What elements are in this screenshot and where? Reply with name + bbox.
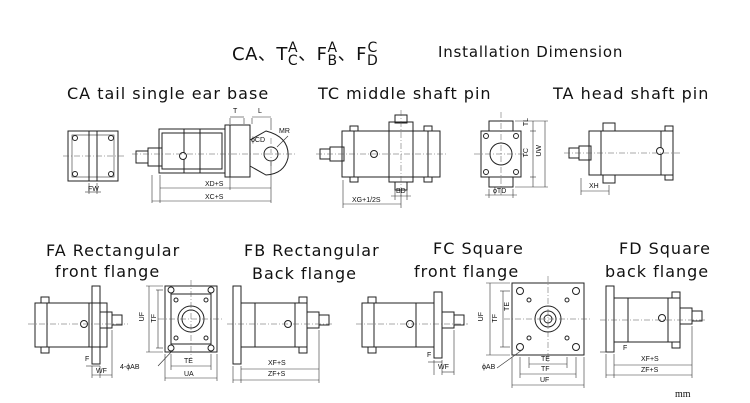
dim-fc-uf-v: UF: [478, 312, 485, 322]
title-f1-sup: A: [327, 40, 338, 56]
dim-xg: XG+1/2S: [352, 197, 381, 204]
section-fb-line1: FB Rectangular: [244, 241, 380, 260]
dim-uw: UW: [536, 145, 543, 157]
title-f1-sub: B: [327, 53, 338, 69]
dim-tc: TC: [523, 148, 530, 158]
ca-side-view: [132, 116, 295, 203]
dim-fc-tf-v: TF: [492, 314, 499, 323]
dim-fc-te: TE: [541, 356, 550, 363]
unit-label: mm: [675, 389, 691, 400]
dim-l: L: [258, 108, 262, 115]
dim-fa-ua: UA: [184, 371, 194, 378]
dim-t: T: [233, 108, 238, 115]
section-tc: TC middle shaft pin: [318, 84, 492, 103]
title-f1: 、F: [298, 44, 328, 65]
section-fb-line2: Back flange: [252, 264, 357, 283]
dim-fa-te: TE: [184, 358, 193, 365]
dim-cd: ϕCD: [251, 137, 266, 144]
dim-fa-ab: 4-ϕAB: [120, 364, 140, 371]
dim-fa-tf: TF: [151, 314, 158, 323]
fc-side-view: [356, 291, 468, 375]
section-fc-line1: FC Square: [433, 239, 524, 258]
dim-fa-uf: UF: [139, 312, 146, 322]
title-suffix: Installation Dimension: [438, 43, 624, 61]
title-t-sup: A: [287, 40, 299, 56]
section-fa-line2: front flange: [55, 262, 161, 281]
dim-fa-wf: WF: [96, 368, 107, 375]
dim-fb-zf: ZF+S: [268, 371, 286, 378]
dim-fc-f: F: [427, 352, 432, 359]
dim-fc-ab: ϕAB: [482, 364, 496, 371]
title-prefix: CA、T: [232, 44, 288, 65]
fb-side-view: [227, 285, 332, 383]
title-f2: 、F: [337, 44, 367, 65]
fd-side-view: [600, 285, 706, 378]
section-fd-line1: FD Square: [619, 239, 711, 258]
tc-side-view: [316, 110, 446, 208]
dim-fc-tf: TF: [541, 366, 550, 373]
fa-side-view: [28, 285, 128, 378]
section-ta: TA head shaft pin: [553, 84, 710, 103]
dim-xc: XC+S: [205, 194, 224, 201]
section-fa-line1: FA Rectangular: [46, 241, 181, 260]
title-t-sub: C: [287, 53, 299, 69]
dim-fa-f: F: [85, 356, 90, 363]
section-ca: CA tail single ear base: [67, 84, 270, 103]
dim-mr: MR: [279, 128, 290, 135]
title-f2-sup: C: [367, 40, 378, 56]
ca-end-view: [63, 130, 124, 194]
dim-xd: XD+S: [205, 181, 224, 188]
dim-fw: FW: [88, 186, 99, 193]
dim-fc-uf: UF: [540, 377, 550, 384]
fa-end-view: [146, 280, 224, 381]
dim-fc-wf: WF: [438, 364, 449, 371]
section-fc-line2: front flange: [414, 262, 520, 281]
title-f2-sub: D: [367, 53, 379, 69]
dim-fd-zf: ZF+S: [641, 367, 659, 374]
ta-side-view: [564, 122, 680, 195]
section-fd-line2: back flange: [605, 262, 710, 281]
dim-fb-xf: XF+S: [268, 360, 286, 367]
ta-end-view: [474, 112, 548, 198]
dim-td: ϕTD: [493, 188, 507, 195]
dim-tl: TL: [523, 118, 530, 127]
fc-end-view: [486, 276, 592, 388]
dim-fd-xf: XF+S: [641, 356, 659, 363]
dim-bd: BD: [396, 188, 406, 195]
dim-fc-te-v: TE: [504, 302, 511, 311]
dim-xh: XH: [589, 183, 599, 190]
dim-fd-f: F: [623, 345, 628, 352]
